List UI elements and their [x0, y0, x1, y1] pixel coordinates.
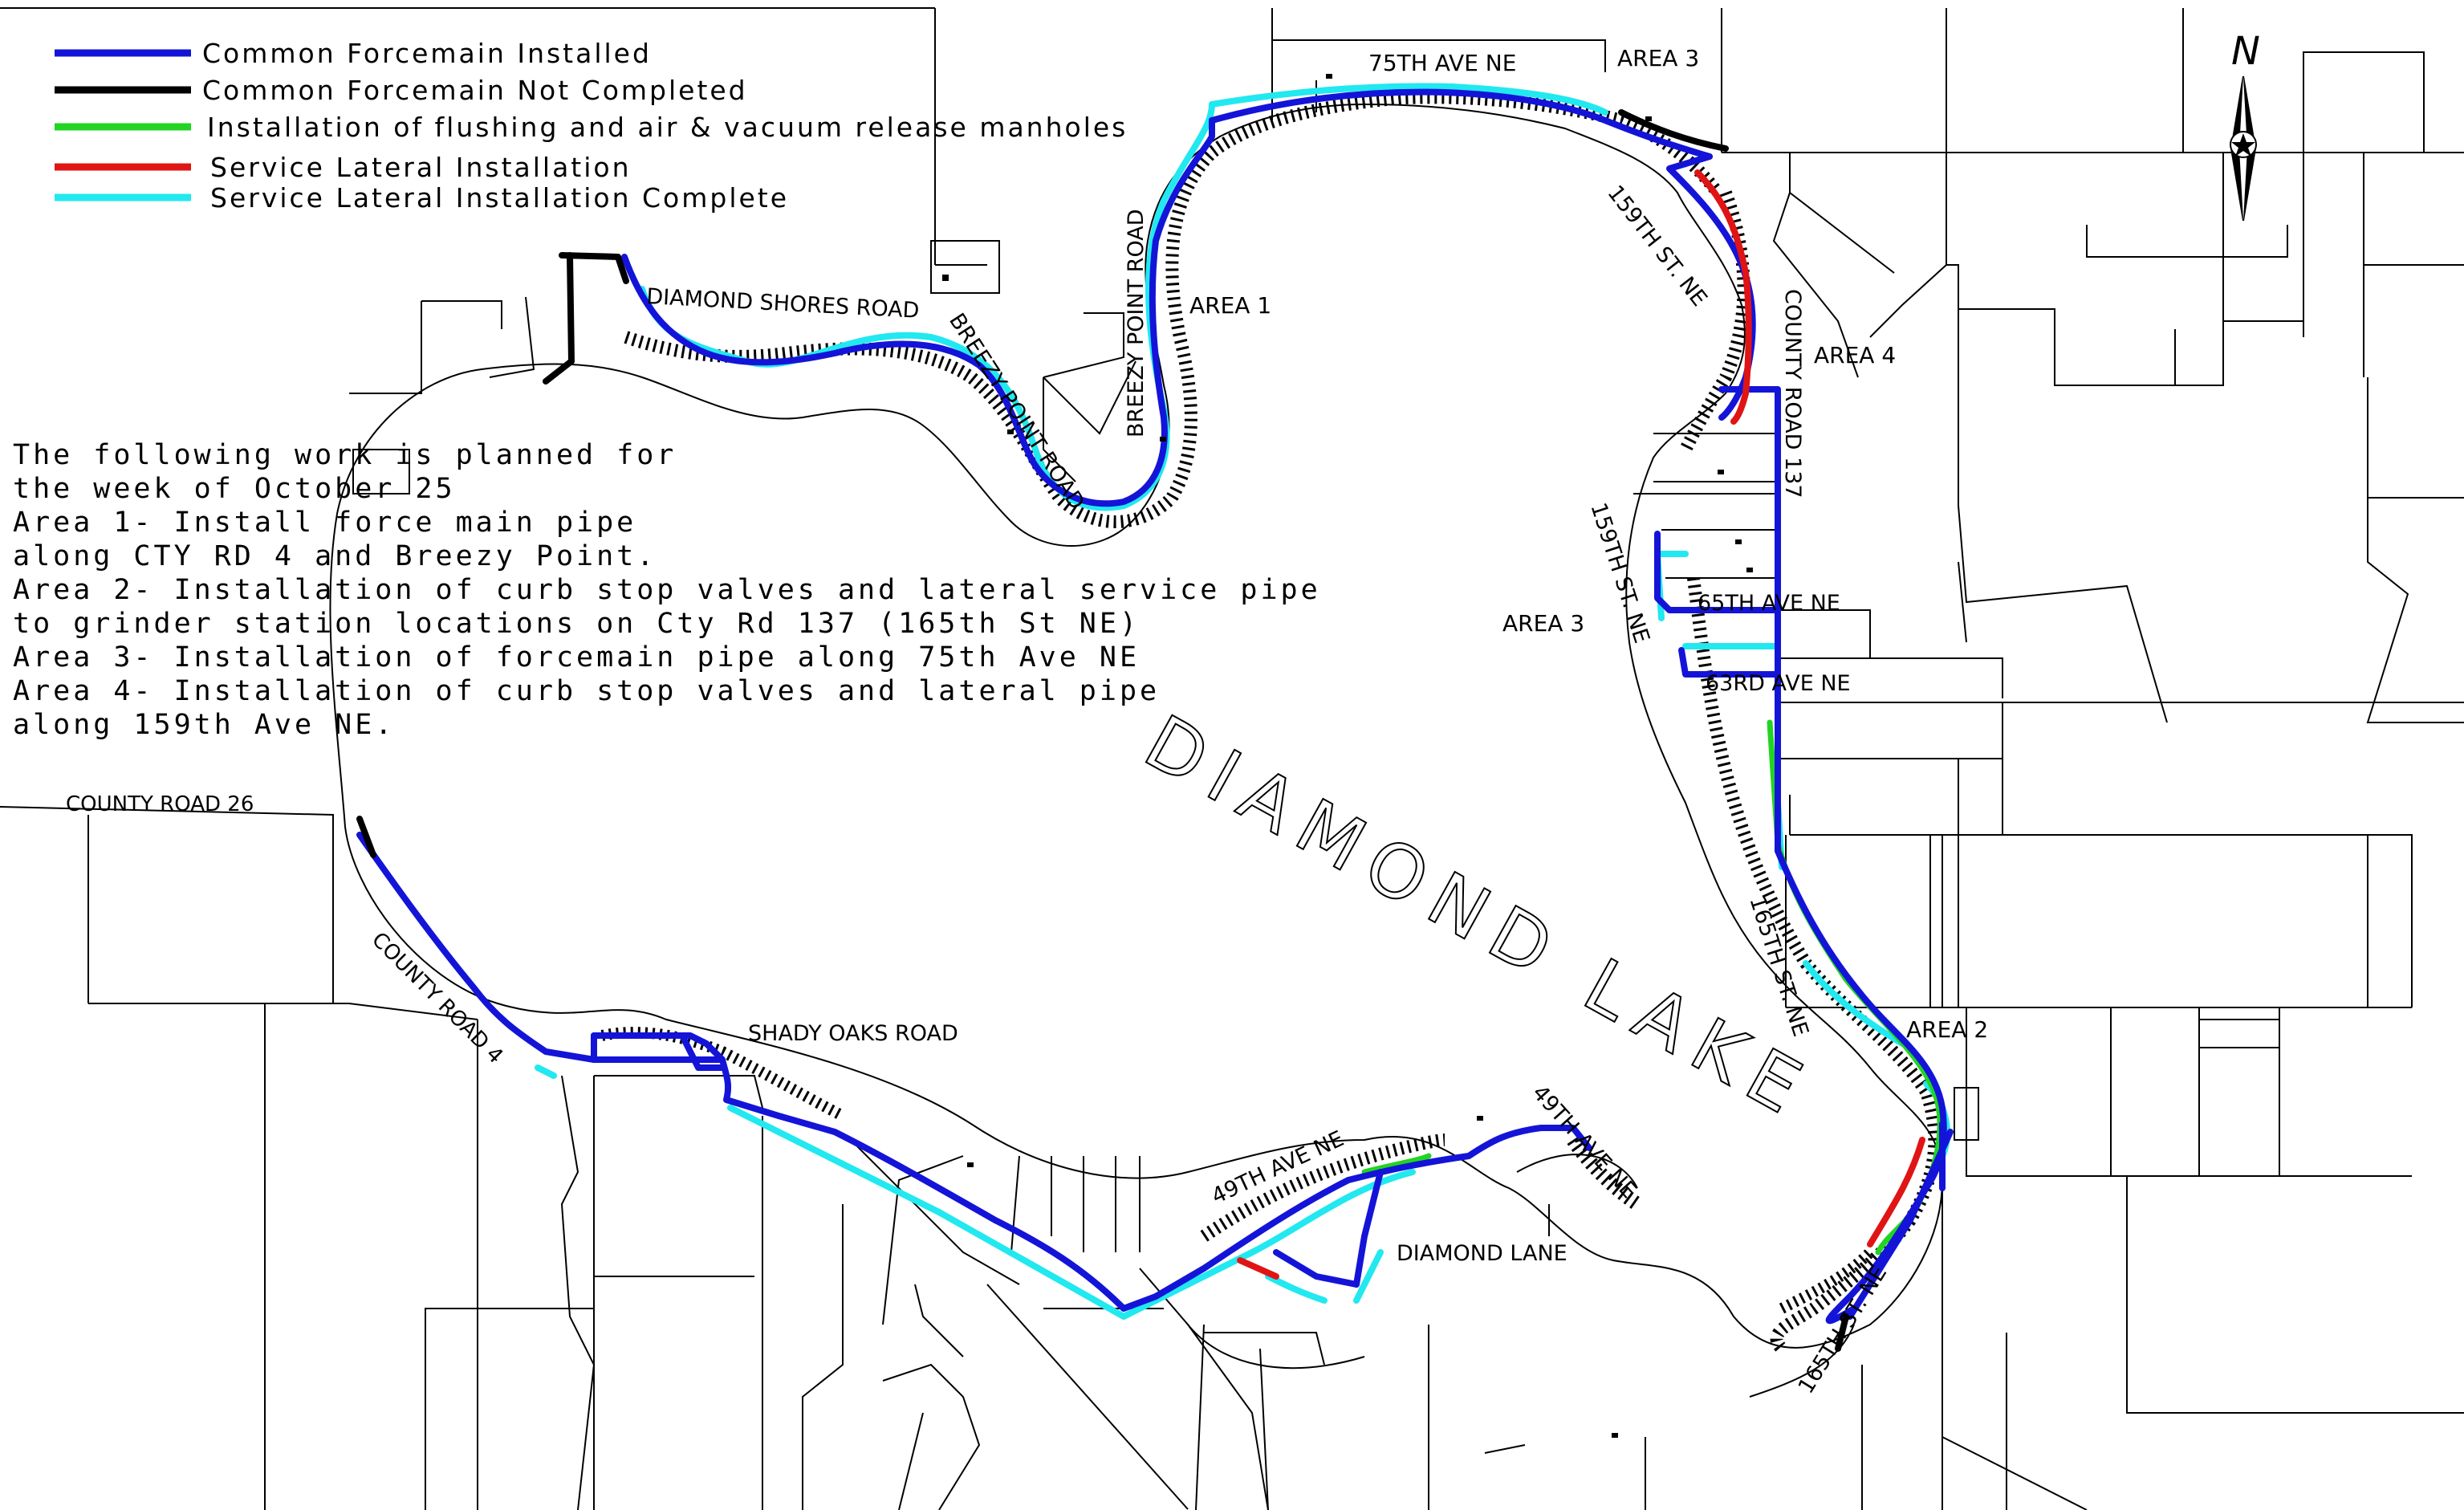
label-area3-top: AREA 3 [1617, 45, 1699, 71]
label-county-road-26: COUNTY ROAD 26 [66, 792, 254, 816]
notes-line-4: along CTY RD 4 and Breezy Point. [13, 540, 657, 572]
notes-line-1: The following work is planned for [13, 439, 677, 471]
label-diamond-shores-road: DIAMOND SHORES ROAD [646, 284, 921, 324]
label-area4: AREA 4 [1814, 342, 1896, 368]
legend-label-flushing: Installation of flushing and air & vacuu… [207, 112, 1128, 143]
label-49th-ave: 49TH AVE NE [1208, 1126, 1348, 1209]
notes-line-5: Area 2- Installation of curb stop valves… [13, 574, 1321, 606]
north-arrow-icon: N [2230, 29, 2260, 222]
label-area3-right: AREA 3 [1502, 610, 1584, 637]
label-65th-ave: 65TH AVE NE [1698, 591, 1840, 616]
legend-label-installed: Common Forcemain Installed [202, 38, 652, 69]
notes-line-9: along 159th Ave NE. [13, 709, 395, 741]
service-lateral-lines [1237, 169, 1925, 1280]
label-49th-ave-right: 49TH AVE NE [1527, 1081, 1641, 1203]
notes-line-7: Area 3- Installation of forcemain pipe a… [13, 641, 1140, 674]
parcel-lines [0, 7, 2464, 1510]
notes-line-2: the week of October 25 [13, 473, 456, 505]
label-county-road-137: COUNTY ROAD 137 [1780, 289, 1805, 499]
label-75th-ave: 75TH AVE NE [1368, 50, 1516, 76]
notes-line-8: Area 4- Installation of curb stop valves… [13, 675, 1160, 707]
forcemain-installed-lines [356, 88, 1954, 1325]
label-breezy-point-road-vertical: BREEZY POINT ROAD [1124, 209, 1149, 438]
label-diamond-lane: DIAMOND LANE [1397, 1241, 1567, 1266]
legend: Common Forcemain Installed Common Forcem… [55, 38, 1128, 214]
label-area2: AREA 2 [1906, 1016, 1988, 1043]
label-165th-st-bottom: 165TH ST. NE [1794, 1261, 1893, 1398]
label-breezy-point-road-diagonal: BREEZY POINT ROAD [944, 309, 1089, 515]
label-159th-st-mid: 159TH ST. NE [1585, 500, 1654, 646]
legend-label-not-completed: Common Forcemain Not Completed [202, 75, 748, 106]
legend-label-lateral-complete: Service Lateral Installation Complete [210, 182, 789, 214]
label-63rd-ave: 63RD AVE NE [1706, 671, 1851, 696]
north-letter: N [2231, 29, 2260, 74]
work-notes: The following work is planned for the we… [13, 439, 1321, 741]
notes-line-6: to grinder station locations on Cty Rd 1… [13, 608, 1140, 640]
notes-line-3: Area 1- Install force main pipe [13, 507, 636, 539]
label-shady-oaks-road: SHADY OAKS ROAD [748, 1021, 958, 1046]
forcemain-not-completed-lines [356, 109, 1849, 1352]
legend-label-service-lateral: Service Lateral Installation [210, 152, 632, 183]
label-county-road-4: COUNTY ROAD 4 [367, 928, 507, 1068]
parcel-markers [942, 74, 1753, 1438]
label-area1: AREA 1 [1189, 292, 1271, 319]
